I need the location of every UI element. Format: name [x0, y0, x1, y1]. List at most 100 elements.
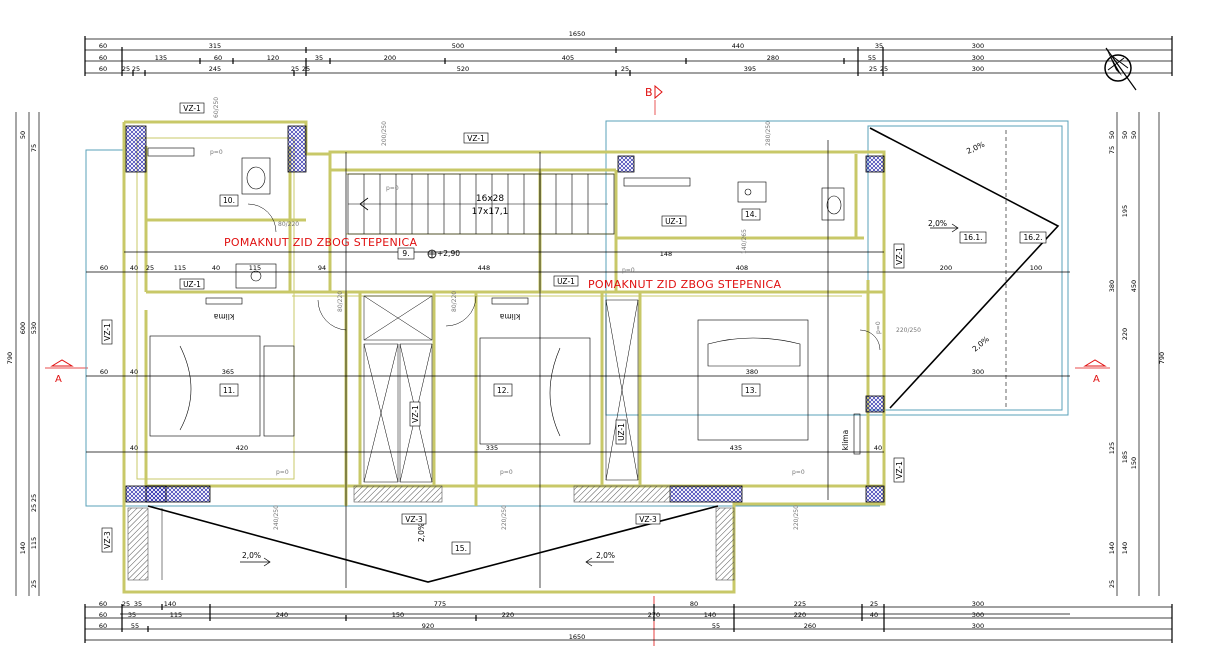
dim: 25 — [122, 600, 130, 608]
opening: 80/220 — [337, 291, 344, 312]
dim: 335 — [486, 444, 498, 452]
dim: 148 — [660, 250, 672, 258]
dim: 25 — [1108, 580, 1116, 588]
dim: 50 — [1121, 131, 1129, 139]
room-9: 9. — [402, 249, 409, 258]
left-inner-1: 600 — [19, 322, 27, 334]
dim: 280 — [767, 54, 779, 62]
uz1-tag: UZ-1 — [617, 423, 626, 441]
top-dim-ticks — [84, 36, 1173, 76]
room-14: 14. — [745, 210, 757, 219]
dim: 115 — [174, 264, 186, 272]
bottom-total-dim: 1650 — [569, 633, 586, 641]
dim: 60 — [99, 42, 107, 50]
dim: 775 — [434, 600, 446, 608]
wardrobes — [363, 295, 639, 483]
dim: 40 — [212, 264, 220, 272]
vz3-tag: VZ-3 — [103, 531, 112, 549]
room-10-note: p=0 — [210, 149, 223, 156]
dim: 500 — [452, 42, 464, 50]
dim: 60 — [99, 54, 107, 62]
inner-dims: 115 60 40 25 115 40 94 448 148 408 200 1… — [100, 250, 1042, 452]
north-arrow-icon — [1104, 47, 1137, 91]
dim: 35 — [875, 42, 883, 50]
p0-note: p=0 — [875, 321, 882, 334]
columns — [125, 125, 885, 503]
dim: 50 — [1108, 131, 1116, 139]
uz1-tag: UZ-1 — [183, 280, 201, 289]
right-total: 790 — [1158, 352, 1166, 364]
room-labels: 10. 9. 14. 16.1. 16.2. 11. 12. 13. 15. — [219, 194, 1047, 555]
room-13: 13. — [745, 386, 757, 395]
hatched-walls — [127, 485, 735, 581]
stair-rise: 17x17,1 — [472, 207, 509, 217]
right-inner-195: 195 — [1121, 205, 1129, 217]
slope-2: 2,0% — [928, 219, 947, 228]
dim: 150 — [392, 611, 404, 619]
terrace-lines — [147, 127, 1060, 583]
dim: 520 — [457, 65, 469, 73]
room-15: 15. — [455, 544, 467, 553]
bottom-dim-ticks — [84, 604, 1173, 643]
right-segments: 50 50 50 75 125 150 185 140 140 25 — [1108, 131, 1138, 588]
dim: 140 — [19, 542, 27, 554]
dim: 55 — [131, 622, 139, 630]
dim: 200 — [940, 264, 952, 272]
dim: 40 — [130, 368, 138, 376]
opening: 200/250 — [381, 121, 388, 146]
bathroom-fixtures — [147, 147, 845, 289]
dim: 75 — [30, 144, 38, 152]
dim: 40 — [874, 444, 882, 452]
dim: 420 — [236, 444, 248, 452]
dim: 115 — [170, 611, 182, 619]
top-row2: 60 135 60 120 35 200 405 280 55 300 — [99, 54, 984, 62]
dim: 300 — [972, 42, 984, 50]
dim: 140 — [704, 611, 716, 619]
p0-note: p=0 — [276, 469, 289, 476]
dim: 380 — [746, 368, 758, 376]
dim: 60 — [99, 611, 107, 619]
stair-steps: 16x28 — [476, 194, 505, 204]
vz1-tag: VZ-1 — [183, 104, 201, 113]
top-total-dim: 1650 — [569, 30, 586, 38]
right-inner-380: 380 — [1108, 280, 1116, 292]
dim: 408 — [736, 264, 748, 272]
section-a-left-label: A — [55, 374, 62, 385]
stair — [347, 173, 615, 235]
dim: 25 — [870, 600, 878, 608]
dim: 25 — [146, 264, 154, 272]
dim: 300 — [972, 611, 984, 619]
bottom-row1: 60 25 35 140 775 80 225 25 300 — [99, 600, 984, 608]
dim: 25 — [302, 65, 310, 73]
dim: 435 — [730, 444, 742, 452]
slope-3: 2,0% — [971, 334, 991, 353]
right-dimensions — [1116, 112, 1160, 596]
dim: 40 — [130, 264, 138, 272]
dim: 140 — [164, 600, 176, 608]
dim: 240 — [276, 611, 288, 619]
dim: 25 — [122, 65, 130, 73]
right-inner-220: 220 — [1121, 328, 1129, 340]
slope-4: 2,0% — [242, 551, 261, 560]
section-mark-a-left: A — [45, 359, 88, 385]
dim: 140 — [1121, 542, 1129, 554]
room-16-1: 16.1. — [963, 233, 982, 242]
dim: 405 — [562, 54, 574, 62]
dim: 60 — [99, 65, 107, 73]
dim: 150 — [1130, 457, 1138, 469]
left-total: 790 — [6, 352, 14, 364]
uz1-tag: UZ-1 — [665, 217, 683, 226]
dim: 25 — [621, 65, 629, 73]
dim: 25 — [132, 65, 140, 73]
room-12: 12. — [497, 386, 509, 395]
vz3-tag: VZ-3 — [405, 515, 423, 524]
dim: 440 — [732, 42, 744, 50]
section-a-right-label: A — [1093, 374, 1100, 385]
dim: 40 — [870, 611, 878, 619]
opening: 240/250 — [273, 505, 280, 530]
dim: 300 — [972, 54, 984, 62]
p0-note: p=0 — [622, 267, 635, 274]
dim: 300 — [972, 368, 984, 376]
dim: 120 — [267, 54, 279, 62]
